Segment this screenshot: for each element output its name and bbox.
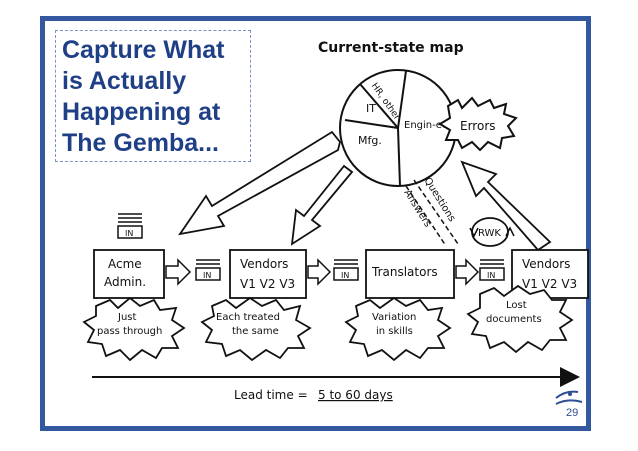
process-translators: Translators <box>365 249 455 299</box>
burst-lost-documents: Lost documents <box>466 284 574 354</box>
department-pie <box>339 69 457 187</box>
burst-just-pass-through: Just pass through <box>82 296 186 362</box>
process-vendors-2-line1: Vendors <box>522 257 570 271</box>
push-arrow-1: IN <box>165 258 221 286</box>
push-arrow-2: IN <box>307 258 359 286</box>
map-heading: Current-state map <box>318 40 464 56</box>
lead-time-value: 5 to 60 days <box>318 388 393 402</box>
burst-variation-in-skills: Variation in skills <box>344 296 452 362</box>
errors-label: Errors <box>460 119 496 133</box>
process-acme-line1: Acme <box>108 257 142 271</box>
burst-3-line1: Variation <box>372 312 416 323</box>
slide-title: Capture What is Actually Happening at Th… <box>55 30 251 162</box>
errors-burst <box>438 96 518 152</box>
corner-logo <box>555 390 583 405</box>
inventory-label-2: IN <box>341 271 349 280</box>
push-arrow-3: IN <box>455 258 505 286</box>
inventory-label-3: IN <box>487 271 495 280</box>
process-vendors-1-line1: Vendors <box>240 257 288 271</box>
title-line-2: is Actually <box>62 67 187 95</box>
pie-label-it: IT <box>366 102 376 115</box>
questions-answers-flow <box>405 179 459 247</box>
title-line-3: Happening at <box>62 98 221 126</box>
lead-time-label: Lead time = <box>234 388 308 402</box>
burst-4-line2: documents <box>486 314 542 325</box>
pie-label-engineering: Engin-eering <box>404 120 468 131</box>
arrow-pie-to-acme <box>178 130 341 236</box>
page-number: 29 <box>566 407 579 419</box>
process-acme: Acme Admin. <box>93 249 165 299</box>
arrow-vendors-to-pie <box>460 160 552 252</box>
process-acme-line2: Admin. <box>104 275 146 289</box>
title-line-1: Capture What <box>62 36 225 64</box>
rwk-label: RWK <box>478 228 501 239</box>
inventory-top <box>117 213 143 239</box>
burst-2-line1: Each treated <box>216 312 280 323</box>
rework-loop <box>469 217 515 247</box>
inventory-label-1: IN <box>203 271 211 280</box>
burst-1-line1: Just <box>117 312 136 323</box>
inventory-label-top: IN <box>125 229 133 238</box>
process-vendors-1-line2: V1 V2 V3 <box>240 277 295 291</box>
burst-each-treated-same: Each treated the same <box>200 296 312 362</box>
process-vendors-1: Vendors V1 V2 V3 <box>229 249 307 299</box>
answers-label: Answers <box>401 188 433 229</box>
arrow-pie-to-vendors <box>290 164 354 246</box>
process-vendors-2-line2: V1 V2 V3 <box>522 277 577 291</box>
process-translators-line1: Translators <box>371 265 438 279</box>
burst-3-line2: in skills <box>376 326 413 337</box>
burst-4-line1: Lost <box>506 300 527 311</box>
title-line-4: The Gemba... <box>62 129 219 157</box>
burst-2-line2: the same <box>232 326 279 337</box>
burst-1-line2: pass through <box>97 326 162 337</box>
pie-label-mfg: Mfg. <box>358 134 382 147</box>
